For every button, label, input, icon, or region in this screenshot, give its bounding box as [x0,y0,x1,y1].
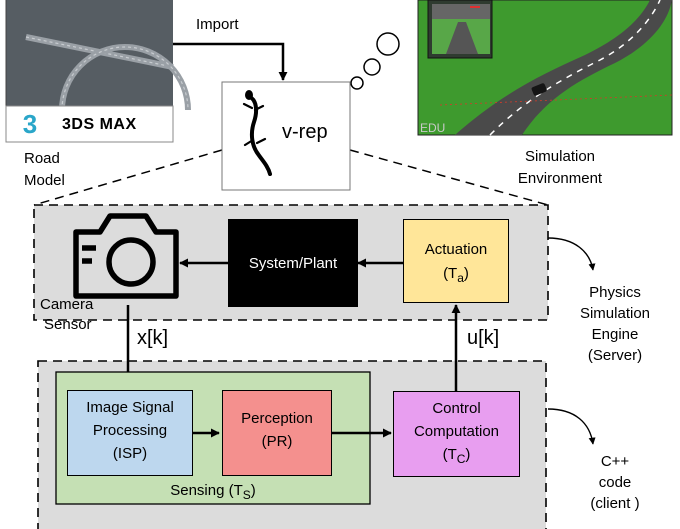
sensing-label: Sensing (TS) [170,482,256,502]
signal-x-label: x[k] [137,327,169,349]
physics-engine-curved-arrow [547,237,596,271]
simulation-environment-line1: Simulation [524,148,596,165]
control-line2: Computation [413,423,500,440]
client-code-line1: C++ [600,453,630,470]
control-box [393,391,520,477]
simulation-environment-line2: Environment [517,170,603,187]
camera-sensor-line2: Sensor [44,316,92,333]
isp-label: Image Signal Processing (ISP) [67,396,193,465]
client-code-line3: (client ) [590,495,640,512]
simulation-watermark: EDU [420,121,446,135]
thought-bubble-small [350,76,364,90]
import-label: Import [196,16,239,33]
perception-line2: (PR) [261,433,293,450]
system-plant-box [228,219,358,307]
isp-line1: Image Signal [86,399,174,416]
control-line1: Control [432,400,481,417]
svg-text:3: 3 [23,109,37,139]
physics-engine-line1: Physics [589,284,641,301]
physics-engine-label: Physics Simulation Engine (Server) [560,282,670,366]
perception-box [222,390,332,476]
isp-box [67,390,193,476]
vrep-logo-text: v-rep [282,121,328,143]
actuation-title: Actuation [424,241,488,258]
camera-icon [73,213,179,299]
3ds-max-logo-icon: 3 [23,109,37,139]
signal-u-label: u[k] [467,327,500,349]
control-param: (TC) [442,446,471,466]
road-model-line1: Road [24,150,60,167]
import-arrow [173,42,288,81]
perception-label: Perception (PR) [222,407,332,453]
system-plant-label: System/Plant [248,255,338,272]
zoom-line-right [349,149,549,206]
actuation-label: Actuation (Ta) [403,238,509,290]
road-model-label: Road Model [24,148,65,192]
software-name: 3DS MAX [62,116,137,133]
client-code-curved-arrow [547,408,596,445]
perception-line1: Perception [241,410,313,427]
physics-engine-line4: (Server) [587,347,643,364]
road-model-thumbnail [5,0,191,143]
isp-line2: Processing [92,422,168,439]
thought-bubble-large [376,32,400,56]
physics-engine-line3: Engine [591,326,639,343]
thought-bubble-medium [363,58,381,76]
camera-sensor-line1: Camera [40,296,94,313]
gecko-icon [242,90,272,176]
vrep-box [221,81,351,191]
control-label: Control Computation (TC) [393,397,520,471]
isp-line3: (ISP) [112,445,148,462]
actuation-box [403,219,509,303]
simulation-environment-thumbnail [417,0,673,136]
client-code-line2: code [598,474,632,491]
client-code-label: C++ code (client ) [570,451,660,514]
actuation-param: (Ta) [443,265,469,285]
road-model-line2: Model [24,172,65,189]
camera-sensor-label: Camera Sensor [40,295,93,335]
simulation-environment-label: Simulation Environment [485,146,635,190]
zoom-line-left [33,149,223,206]
physics-engine-line2: Simulation [579,305,651,322]
